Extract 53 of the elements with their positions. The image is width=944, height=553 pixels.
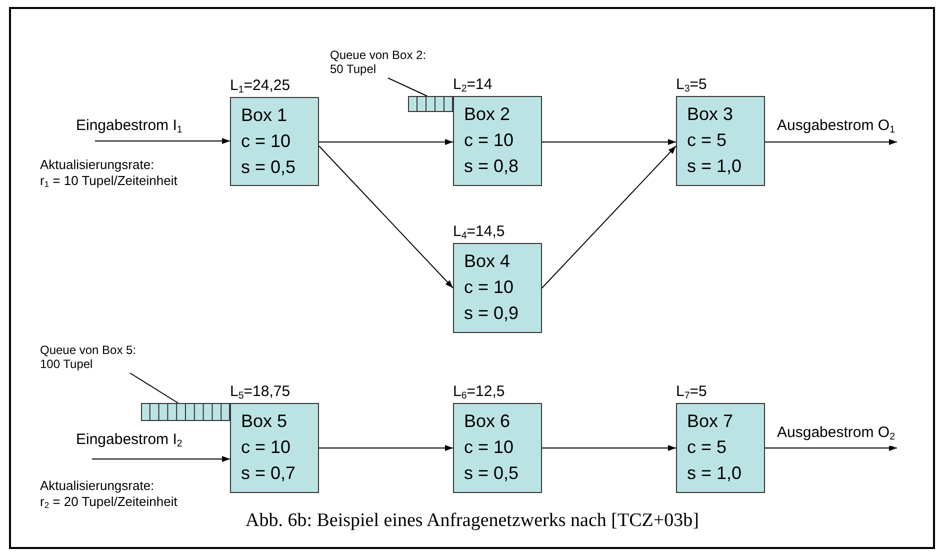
figure-caption: Abb. 6b: Beispiel eines Anfragenetzwerks nach [TCZ+03b] [246,510,699,532]
box-parameter: c = 10 [464,436,515,459]
box-title: Box 7 [687,410,734,433]
box-title: Box 3 [687,103,734,126]
box-title: Box 6 [464,410,512,433]
box-parameter: s = 1,0 [687,155,743,178]
box-title: Box 4 [464,250,512,273]
box-title: Box 1 [241,104,288,127]
load-label: L$_{2}$=14 [453,76,492,96]
box-parameter: c = 5 [687,129,728,152]
arrow [318,445,454,451]
arrow [542,146,676,288]
leader-line [388,78,428,96]
load-label: L$_{6}$=12,5 [453,383,505,404]
load-label: L$_{1}$=24,25 [230,77,290,98]
load-label: L$_{4}$=14,5 [453,223,505,244]
box-title: Box 5 [241,410,288,433]
box-parameter: c = 10 [464,129,515,152]
arrow [764,139,898,145]
box-parameter: s = 0,7 [241,462,297,485]
arrow [94,138,230,144]
box-parameter: s = 0,5 [241,156,297,179]
operator-box [453,243,542,333]
edge-label: Ausgabestrom O$_{2}$ [776,424,896,446]
box-parameter: c = 5 [687,436,728,459]
rate-note: Aktualisierungsrate: r$_{2}$ = 20 Tupel/Zeiteinheit [40,478,178,512]
arrow [318,146,454,288]
queue-note: Queue von Box 2: 50 Tupel [330,48,430,78]
load-label: L$_{7}$=5 [676,383,707,404]
arrow [764,445,898,451]
queue-note: Queue von Box 5: 100 Tupel [40,343,145,373]
operator-box [453,403,542,493]
operator-box [676,96,765,186]
box-parameter: c = 10 [464,276,515,299]
operator-box [676,403,765,493]
load-label: L$_{5}$=18,75 [230,383,290,404]
arrow [542,139,676,145]
operator-box [453,96,542,186]
box-parameter: c = 10 [241,436,292,459]
operator-box [230,97,319,186]
arrow [318,139,454,145]
box-parameter: s = 0,5 [464,462,520,485]
box-parameter: c = 10 [241,130,292,153]
rate-note: Aktualisierungsrate: r$_{1}$ = 10 Tupel/Zeiteinheit [40,157,178,192]
operator-box [230,403,319,493]
box-parameter: s = 0,8 [464,155,520,178]
box-parameter: s = 0,9 [464,302,520,325]
box-title: Box 2 [464,103,512,126]
load-label: L$_{3}$=5 [676,76,707,96]
box-parameter: s = 1,0 [687,462,743,485]
leader-line [130,372,178,404]
arrow [92,456,230,462]
arrow [542,445,676,451]
